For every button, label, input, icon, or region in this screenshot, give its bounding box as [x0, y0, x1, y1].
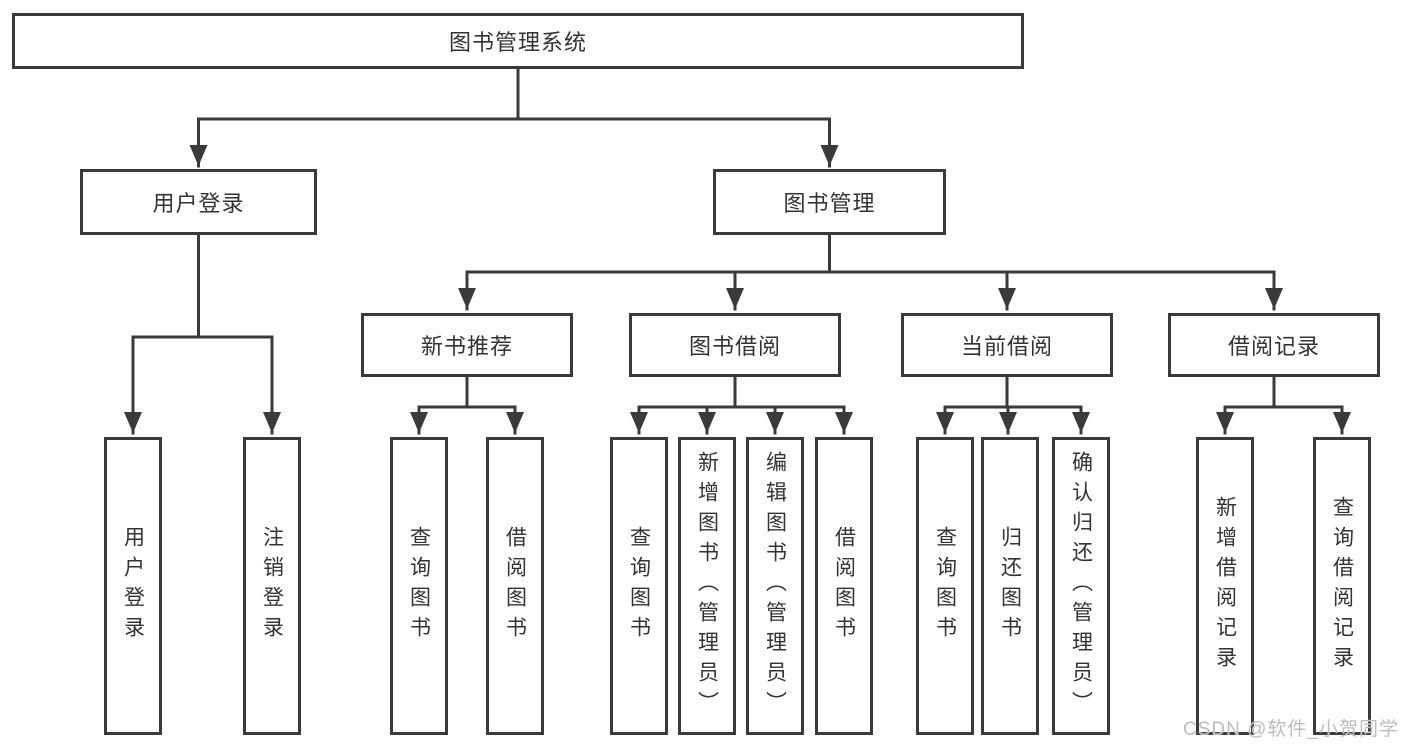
leaf-br-query-record-label: 查询借阅记录 — [1330, 496, 1354, 676]
leaf-br-add-record: 新增借阅记录 — [1196, 437, 1254, 735]
leaf-bb-add-books-admin: 新增图书（管理员） — [678, 437, 736, 735]
leaf-cb-query-books-label: 查询图书 — [933, 526, 957, 646]
watermark: CSDN @软件_小贺同学 — [1183, 719, 1399, 740]
node-current-borrow-label: 当前借阅 — [960, 334, 1053, 359]
node-user-login-group-label: 用户登录 — [152, 191, 245, 216]
node-current-borrow: 当前借阅 — [901, 313, 1113, 377]
node-user-login-group: 用户登录 — [80, 169, 317, 235]
leaf-user-login-label: 用户登录 — [121, 526, 145, 646]
leaf-cb-return-books: 归还图书 — [981, 437, 1039, 735]
leaf-logout-label: 注销登录 — [260, 526, 284, 646]
leaf-br-add-record-label: 新增借阅记录 — [1213, 496, 1237, 676]
leaf-nbr-query-books-label: 查询图书 — [407, 526, 431, 646]
node-new-book-recommend: 新书推荐 — [361, 313, 573, 377]
leaf-nbr-query-books: 查询图书 — [390, 437, 448, 735]
leaf-cb-return-books-label: 归还图书 — [998, 526, 1022, 646]
node-book-management: 图书管理 — [713, 169, 946, 235]
node-book-management-label: 图书管理 — [783, 191, 876, 216]
node-borrow-records: 借阅记录 — [1168, 313, 1380, 377]
node-root: 图书管理系统 — [12, 13, 1024, 69]
leaf-bb-edit-books-admin: 编辑图书（管理员） — [746, 437, 804, 735]
leaf-logout: 注销登录 — [243, 437, 301, 735]
leaf-nbr-borrow-books: 借阅图书 — [486, 437, 544, 735]
leaf-bb-edit-books-admin-label: 编辑图书（管理员） — [763, 451, 787, 721]
leaf-bb-query-books-label: 查询图书 — [627, 526, 651, 646]
leaf-bb-borrow-books-label: 借阅图书 — [832, 526, 856, 646]
leaf-cb-query-books: 查询图书 — [916, 437, 974, 735]
node-borrow-records-label: 借阅记录 — [1227, 334, 1320, 359]
leaf-br-query-record: 查询借阅记录 — [1313, 437, 1371, 735]
node-book-borrow-label: 图书借阅 — [688, 334, 781, 359]
node-book-borrow: 图书借阅 — [629, 313, 841, 377]
node-new-book-recommend-label: 新书推荐 — [420, 334, 513, 359]
leaf-nbr-borrow-books-label: 借阅图书 — [503, 526, 527, 646]
leaf-bb-add-books-admin-label: 新增图书（管理员） — [695, 451, 719, 721]
leaf-cb-confirm-return-admin: 确认归还（管理员） — [1052, 437, 1110, 735]
leaf-cb-confirm-return-admin-label: 确认归还（管理员） — [1069, 451, 1093, 721]
leaf-user-login: 用户登录 — [104, 437, 162, 735]
node-root-label: 图书管理系统 — [448, 30, 587, 55]
leaf-bb-query-books: 查询图书 — [610, 437, 668, 735]
leaf-bb-borrow-books: 借阅图书 — [815, 437, 873, 735]
